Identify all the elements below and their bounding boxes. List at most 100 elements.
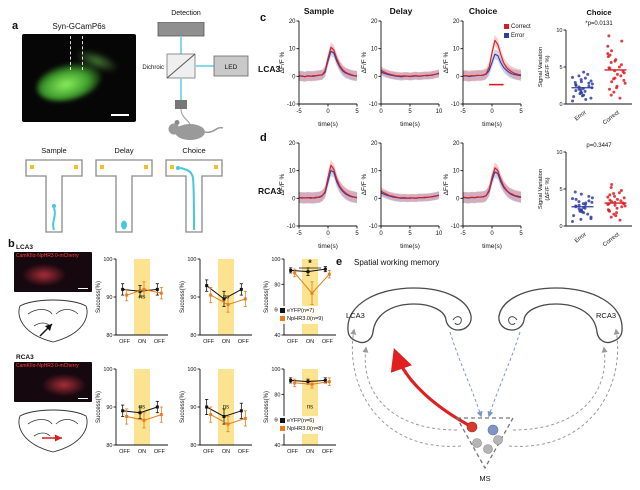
svg-text:20: 20 — [289, 19, 296, 25]
row-label-lca3: LCA3 — [258, 64, 281, 74]
svg-text:-5: -5 — [460, 231, 466, 237]
gcamp-image-title: Syn-GCamP6s — [52, 22, 106, 31]
svg-text:20: 20 — [371, 141, 378, 147]
ms-neuron-gray — [493, 435, 503, 445]
hippocampus-curve — [27, 309, 53, 315]
svg-text:80: 80 — [274, 282, 280, 288]
reward-marker — [214, 165, 218, 169]
svg-text:0: 0 — [490, 109, 494, 115]
svg-text:Success(%): Success(%) — [96, 281, 102, 313]
success-chart-svg: 406080100OFFONOFFSuccess(%)* — [264, 257, 336, 345]
svg-text:ΔF/F %: ΔF/F % — [279, 51, 286, 73]
svg-text:(ΔF/F %): (ΔF/F %) — [545, 55, 551, 78]
svg-text:5: 5 — [559, 65, 562, 71]
svg-text:time(s): time(s) — [318, 243, 338, 250]
projection-right-medial — [487, 331, 521, 418]
ms-neuron-gray — [472, 438, 482, 448]
svg-text:-10: -10 — [287, 102, 296, 108]
reward-marker — [144, 165, 148, 169]
reward-marker — [170, 165, 174, 169]
svg-text:10: 10 — [556, 28, 562, 34]
svg-text:90: 90 — [190, 295, 196, 301]
svg-text:5: 5 — [519, 109, 523, 115]
svg-text:10: 10 — [453, 169, 460, 175]
projection-right-outer-2 — [508, 328, 620, 447]
svg-text:40: 40 — [274, 333, 280, 339]
svg-text:90: 90 — [106, 295, 112, 301]
svg-text:OFF: OFF — [322, 449, 334, 455]
svg-text:10: 10 — [371, 169, 378, 175]
svg-text:10: 10 — [436, 231, 442, 237]
virus-expression-image: CamKIIα-NpHR3 0-mCherry — [14, 252, 92, 292]
right-hippocampus-curl — [508, 316, 518, 325]
mouse-track — [179, 167, 195, 231]
svg-text:time(s): time(s) — [482, 243, 502, 250]
atlas-section-drawing — [18, 409, 88, 453]
svg-text:0: 0 — [559, 224, 562, 230]
eyfp-swatch — [280, 418, 285, 424]
svg-text:Error: Error — [574, 232, 588, 245]
dichroic-label: Dichroic — [142, 65, 164, 71]
probe-dashed-line — [82, 36, 83, 70]
svg-text:ΔF/F %: ΔF/F % — [443, 51, 450, 73]
svg-text:60: 60 — [274, 308, 280, 314]
svg-text:100: 100 — [271, 367, 280, 373]
svg-text:100: 100 — [103, 367, 112, 373]
dichroic-mirror — [166, 53, 196, 79]
svg-text:90: 90 — [190, 405, 196, 411]
svg-text:80: 80 — [190, 443, 196, 449]
projection-left-medial — [449, 331, 483, 418]
mouse-head — [168, 123, 180, 135]
svg-text:10: 10 — [289, 47, 296, 53]
tmaze-delay-diagram — [95, 159, 153, 233]
region-label: RCA3 — [16, 354, 34, 361]
svg-text:ON: ON — [138, 339, 146, 345]
svg-text:0: 0 — [490, 231, 494, 237]
ms-triangle — [456, 417, 514, 469]
svg-text:OFF: OFF — [322, 339, 334, 345]
right-hippocampus-outline — [498, 287, 623, 344]
svg-text:0: 0 — [326, 231, 330, 237]
svg-text:OFF: OFF — [203, 449, 215, 455]
atlas-section-drawing — [18, 299, 88, 343]
nphr-swatch — [280, 426, 285, 432]
ms-neuron-gray — [483, 444, 493, 454]
svg-text:0: 0 — [456, 74, 460, 80]
coronal-outline — [18, 409, 88, 453]
left-hippocampus-outline — [347, 287, 472, 344]
probe-dashed-line — [70, 36, 71, 70]
column-title-choice: Choice — [468, 6, 498, 16]
svg-text:ON: ON — [306, 339, 314, 345]
svg-text:100: 100 — [271, 257, 280, 263]
svg-text:10: 10 — [453, 47, 460, 53]
tmaze-outline — [165, 159, 223, 233]
svg-text:0: 0 — [379, 109, 383, 115]
hippocampus-curve — [27, 419, 53, 425]
mouse-icon — [52, 204, 56, 208]
svg-text:OFF: OFF — [119, 449, 131, 455]
svg-text:Signal Variation: Signal Variation — [538, 169, 544, 209]
svg-text:10: 10 — [436, 109, 442, 115]
lca3-label: LCA3 — [346, 311, 365, 320]
svg-text:Success(%): Success(%) — [264, 281, 270, 313]
svg-text:0: 0 — [292, 74, 296, 80]
panel-a: a Syn-GCamP6s Detection Dichroic LED — [8, 6, 256, 238]
panel-e-label: e — [336, 256, 343, 268]
svg-text:OFF: OFF — [238, 339, 250, 345]
virus-expression-image: CamKIIα-NpHR3 0-mCherry — [14, 362, 92, 402]
svg-text:ON: ON — [222, 339, 230, 345]
svg-text:ΔF/F %: ΔF/F % — [279, 173, 286, 195]
panel-d-label: d — [260, 132, 267, 144]
svg-text:-5: -5 — [460, 109, 466, 115]
